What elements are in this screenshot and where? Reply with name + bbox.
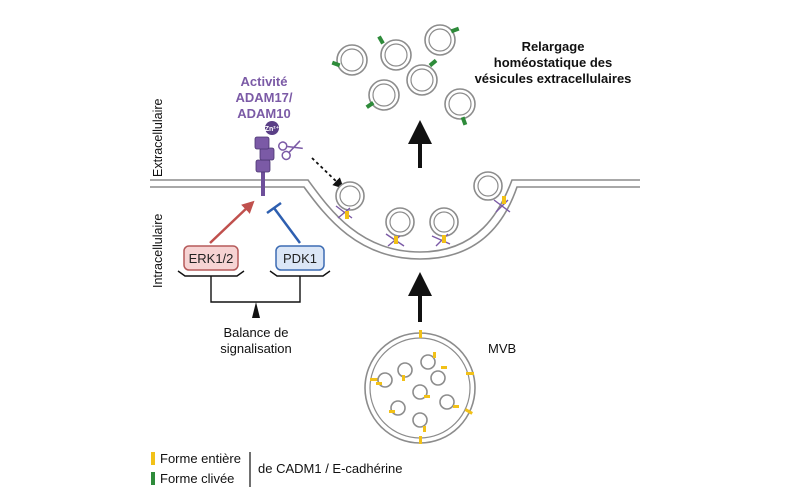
balance-label: Balance de signalisation xyxy=(220,325,292,356)
erk-activation-arrow xyxy=(209,200,255,244)
svg-text:vésicules extracellulaires: vésicules extracellulaires xyxy=(475,71,632,86)
svg-text:Relargage: Relargage xyxy=(522,39,585,54)
legend-protein: de CADM1 / E-cadhérine xyxy=(258,461,403,476)
legend: Forme entière Forme clivée de CADM1 / E-… xyxy=(151,451,403,487)
svg-text:ADAM10: ADAM10 xyxy=(237,106,290,121)
release-title: Relargage homéostatique des vésicules ex… xyxy=(475,39,632,86)
mvb-label: MVB xyxy=(488,341,516,356)
pdk-inhibition-line xyxy=(266,201,302,244)
intraluminal-vesicle xyxy=(376,372,393,388)
erk-box: ERK1/2 xyxy=(183,245,239,271)
svg-text:Balance de: Balance de xyxy=(223,325,288,340)
zinc-label: Zn²⁺ xyxy=(265,125,280,133)
vesicle xyxy=(424,24,460,56)
pit-vesicles xyxy=(335,171,511,247)
intraluminal-vesicle xyxy=(397,362,413,381)
adam-protease: Zn²⁺ xyxy=(254,121,280,196)
vesicle xyxy=(473,171,511,213)
intracellular-label: Intracellulaire xyxy=(151,214,165,288)
svg-text:signalisation: signalisation xyxy=(220,341,292,356)
vesicle xyxy=(331,44,368,76)
vesicle xyxy=(406,58,438,96)
vesicle xyxy=(429,207,459,247)
intraluminal-vesicle xyxy=(430,366,447,386)
adam-activity-label: Activité ADAM17/ ADAM10 xyxy=(235,74,292,121)
intraluminal-vesicle xyxy=(420,352,436,370)
scissors-icon xyxy=(278,140,303,161)
balance-brackets xyxy=(177,270,331,318)
svg-text:ADAM17/: ADAM17/ xyxy=(235,90,292,105)
vesicle xyxy=(385,207,415,247)
cleaved-form-swatch xyxy=(151,472,155,485)
vesicle xyxy=(377,35,412,71)
svg-text:Activité: Activité xyxy=(241,74,288,89)
plasma-membrane xyxy=(150,179,640,260)
vesicle xyxy=(365,79,400,111)
pdk-box: PDK1 xyxy=(275,245,325,271)
vesicle xyxy=(444,88,476,126)
legend-full-form: Forme entière xyxy=(160,451,241,466)
vesicle xyxy=(335,181,365,219)
extracellular-label: Extracellulaire xyxy=(151,98,165,177)
mvb xyxy=(364,330,476,444)
svg-text:PDK1: PDK1 xyxy=(283,251,317,266)
full-form-swatch xyxy=(151,452,155,465)
legend-cleaved-form: Forme clivée xyxy=(160,471,234,486)
intraluminal-vesicle xyxy=(389,400,406,416)
intraluminal-vesicle xyxy=(412,412,428,432)
released-vesicles xyxy=(331,24,476,126)
intraluminal-vesicle xyxy=(412,384,430,400)
svg-text:ERK1/2: ERK1/2 xyxy=(189,251,234,266)
intraluminal-vesicle xyxy=(439,394,459,410)
svg-text:homéostatique des: homéostatique des xyxy=(494,55,612,70)
translocation-arrow xyxy=(311,157,344,189)
